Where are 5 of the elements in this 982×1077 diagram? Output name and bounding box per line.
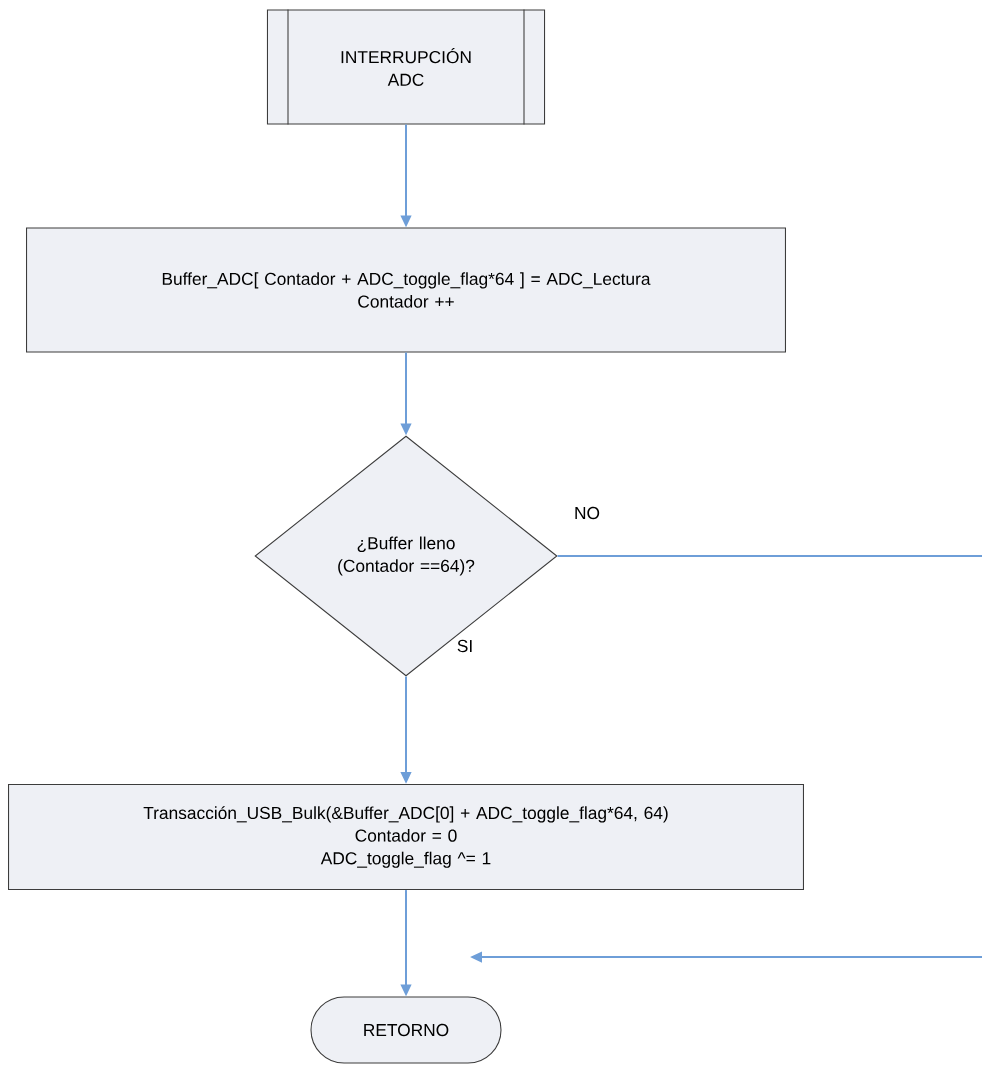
process-box: Transacción_USB_Bulk(&Buffer_ADC[0] + ADC_toggle_flag*64, 64) Contador = 0 ADC_toggle_flag ^= 1 <box>8 783 804 891</box>
subroutine-box: INTERRUPCIÓN ADC <box>266 8 546 126</box>
process-box: Buffer_ADC[ Contador + ADC_toggle_flag*64 ] = ADC_Lectura Contador ++ <box>26 227 786 353</box>
edge-label: SI <box>455 638 475 654</box>
edge-label: NO <box>572 505 602 521</box>
